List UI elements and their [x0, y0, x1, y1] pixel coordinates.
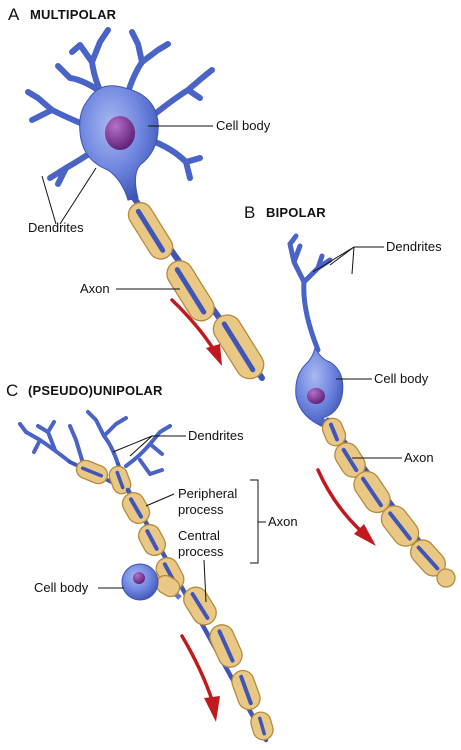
panel-b-bipolar: B BIPOLAR: [244, 203, 456, 588]
a-dendrites-label: Dendrites: [28, 220, 84, 235]
panel-a-letter: A: [8, 5, 20, 24]
bipolar-nucleus: [307, 388, 325, 404]
b-dendrites-label: Dendrites: [386, 239, 442, 254]
c-central-label-line2: process: [178, 544, 224, 559]
c-peripheral-label-line2: process: [178, 502, 224, 517]
unipolar-nucleus: [133, 572, 145, 584]
c-peripheral-label-line1: Peripheral: [178, 486, 237, 501]
multipolar-nucleus: [105, 116, 135, 150]
c-cell-body-label: Cell body: [34, 580, 89, 595]
multipolar-axon: [127, 195, 265, 381]
b-cell-body-label: Cell body: [374, 371, 429, 386]
bipolar-dendrites: [287, 233, 333, 353]
unipolar-axon: [121, 487, 274, 743]
unipolar-direction-arrow: [180, 634, 220, 722]
c-axon-label: Axon: [268, 514, 298, 529]
c-central-label-line1: Central: [178, 528, 220, 543]
bipolar-axon: [321, 417, 456, 588]
c-dendrites-label: Dendrites: [188, 428, 244, 443]
unipolar-cell-body: [121, 563, 182, 601]
panel-c-letter: C: [6, 381, 18, 400]
a-axon-label: Axon: [80, 281, 110, 296]
unipolar-dendrites: [18, 410, 172, 476]
bipolar-direction-arrow: [316, 468, 376, 546]
panel-a-title: MULTIPOLAR: [30, 7, 117, 22]
panel-a-multipolar: A MULTIPOLAR: [8, 5, 271, 381]
bipolar-cell-body: [295, 346, 344, 429]
b-axon-label: Axon: [404, 450, 434, 465]
panel-c-pseudounipolar: C (PSEUDO)UNIPOLAR: [6, 381, 298, 743]
unipolar-peripheral-process: [68, 459, 132, 495]
panel-b-title: BIPOLAR: [266, 205, 326, 220]
multipolar-dendrites: [25, 27, 215, 187]
panel-b-letter: B: [244, 203, 255, 222]
a-cell-body-label: Cell body: [216, 118, 271, 133]
panel-c-title: (PSEUDO)UNIPOLAR: [28, 383, 163, 398]
multipolar-direction-arrow: [170, 298, 222, 366]
